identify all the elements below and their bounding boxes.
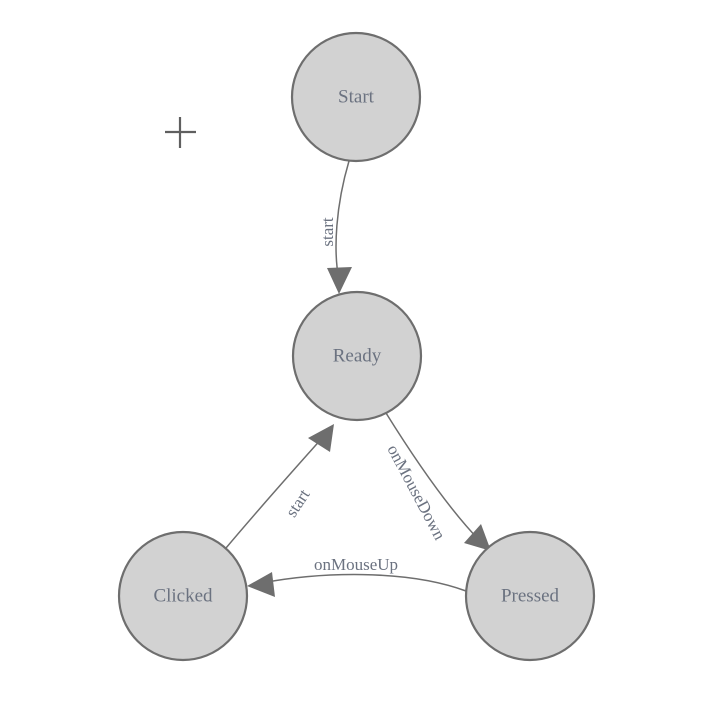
state-node-clicked[interactable]: Clicked [117,530,249,662]
state-circle-clicked[interactable] [117,530,249,662]
state-node-ready[interactable]: Ready [291,290,423,422]
state-circle-ready[interactable] [291,290,423,422]
arrowhead-start-to-ready [327,267,352,294]
edge-start-to-ready[interactable] [327,160,352,294]
arrowhead-pressed-to-clicked [247,572,275,597]
state-label-start: Start [338,86,375,107]
edge-clicked-to-ready[interactable] [225,424,334,549]
edge-pressed-to-clicked[interactable] [247,572,467,597]
state-label-ready: Ready [333,345,382,366]
state-node-start[interactable]: Start [290,31,422,163]
arrowhead-clicked-to-ready [308,424,334,452]
edge-label-pressed-to-clicked: onMouseUp [314,555,398,574]
state-label-pressed: Pressed [501,585,560,606]
edge-ready-to-pressed[interactable] [385,412,491,551]
state-node-pressed[interactable]: Pressed [464,530,596,662]
state-circle-start[interactable] [290,31,422,163]
state-circle-pressed[interactable] [464,530,596,662]
edge-label-start-to-ready: start [318,217,337,247]
arrowhead-ready-to-pressed [464,524,491,551]
edge-label-clicked-to-ready: start [282,485,314,520]
crosshair-icon [165,117,196,148]
state-label-clicked: Clicked [153,585,213,606]
